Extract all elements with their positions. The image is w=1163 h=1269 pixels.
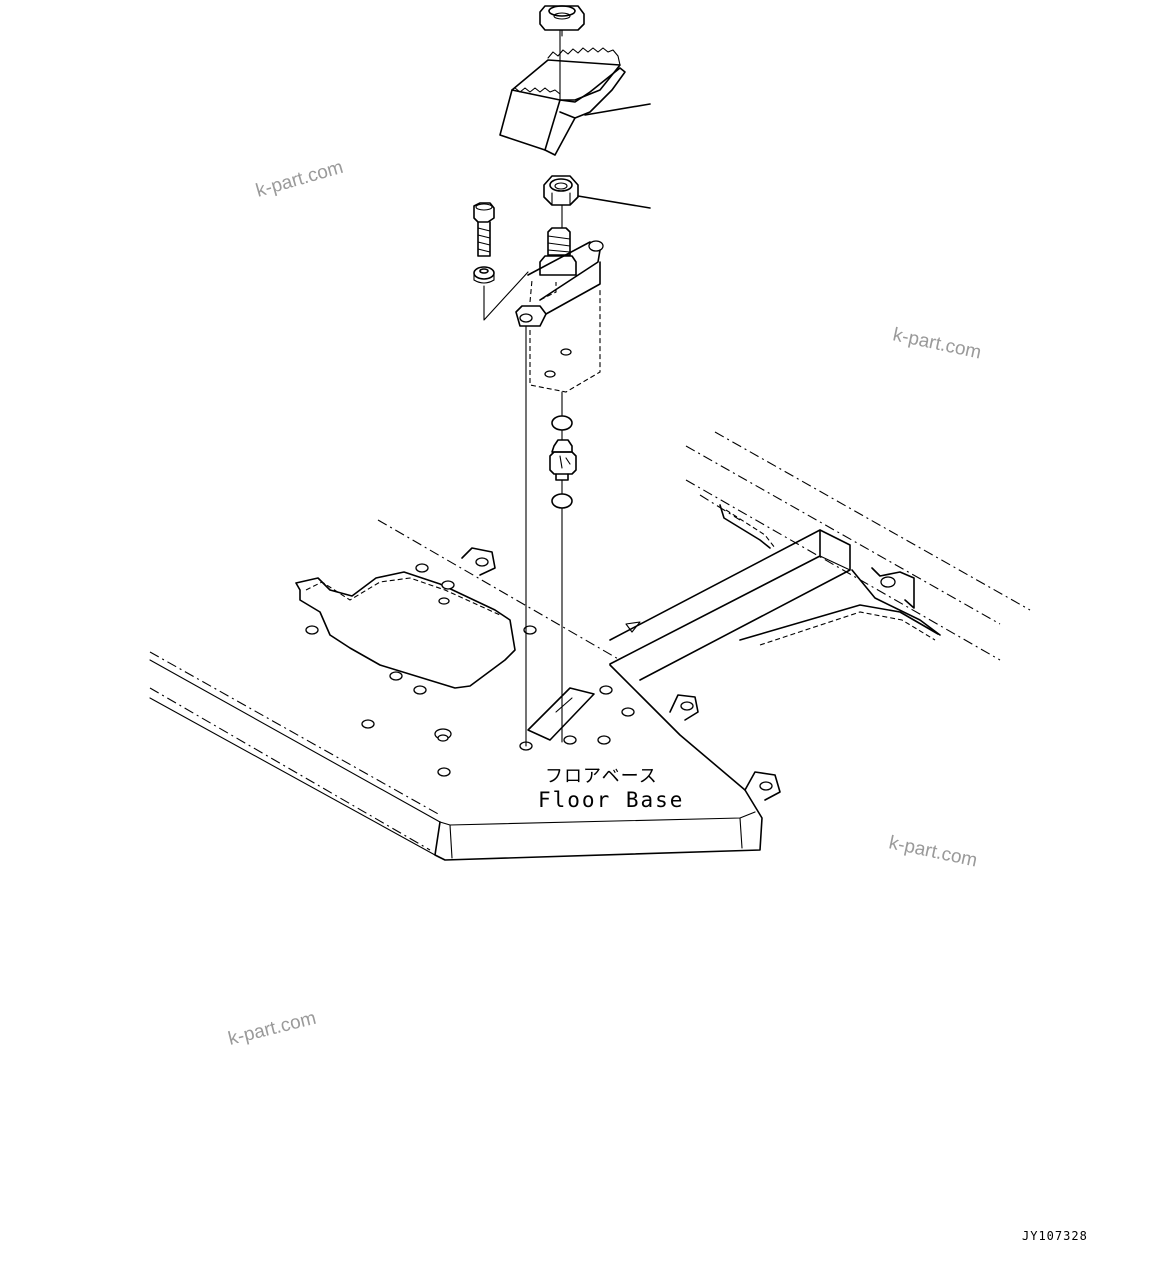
drawing-code: JY107328 <box>1022 1229 1088 1243</box>
frame-beams <box>609 431 1031 681</box>
floor-base-plate <box>149 519 781 861</box>
exploded-parts <box>473 5 651 747</box>
rubber-cap <box>539 5 585 31</box>
watermark: k-part.com <box>254 157 346 202</box>
watermark: k-part.com <box>226 1008 318 1050</box>
valve-bracket <box>515 227 604 393</box>
bolt <box>473 202 495 257</box>
pedal <box>499 29 626 156</box>
floor-base-label-jp: フロアベース <box>545 766 658 787</box>
fitting <box>549 415 577 509</box>
hex-nut <box>543 175 579 206</box>
washer <box>473 266 495 284</box>
floor-base-label-en: Floor Base <box>538 788 684 812</box>
watermark: k-part.com <box>891 324 983 363</box>
watermark: k-part.com <box>887 832 979 871</box>
